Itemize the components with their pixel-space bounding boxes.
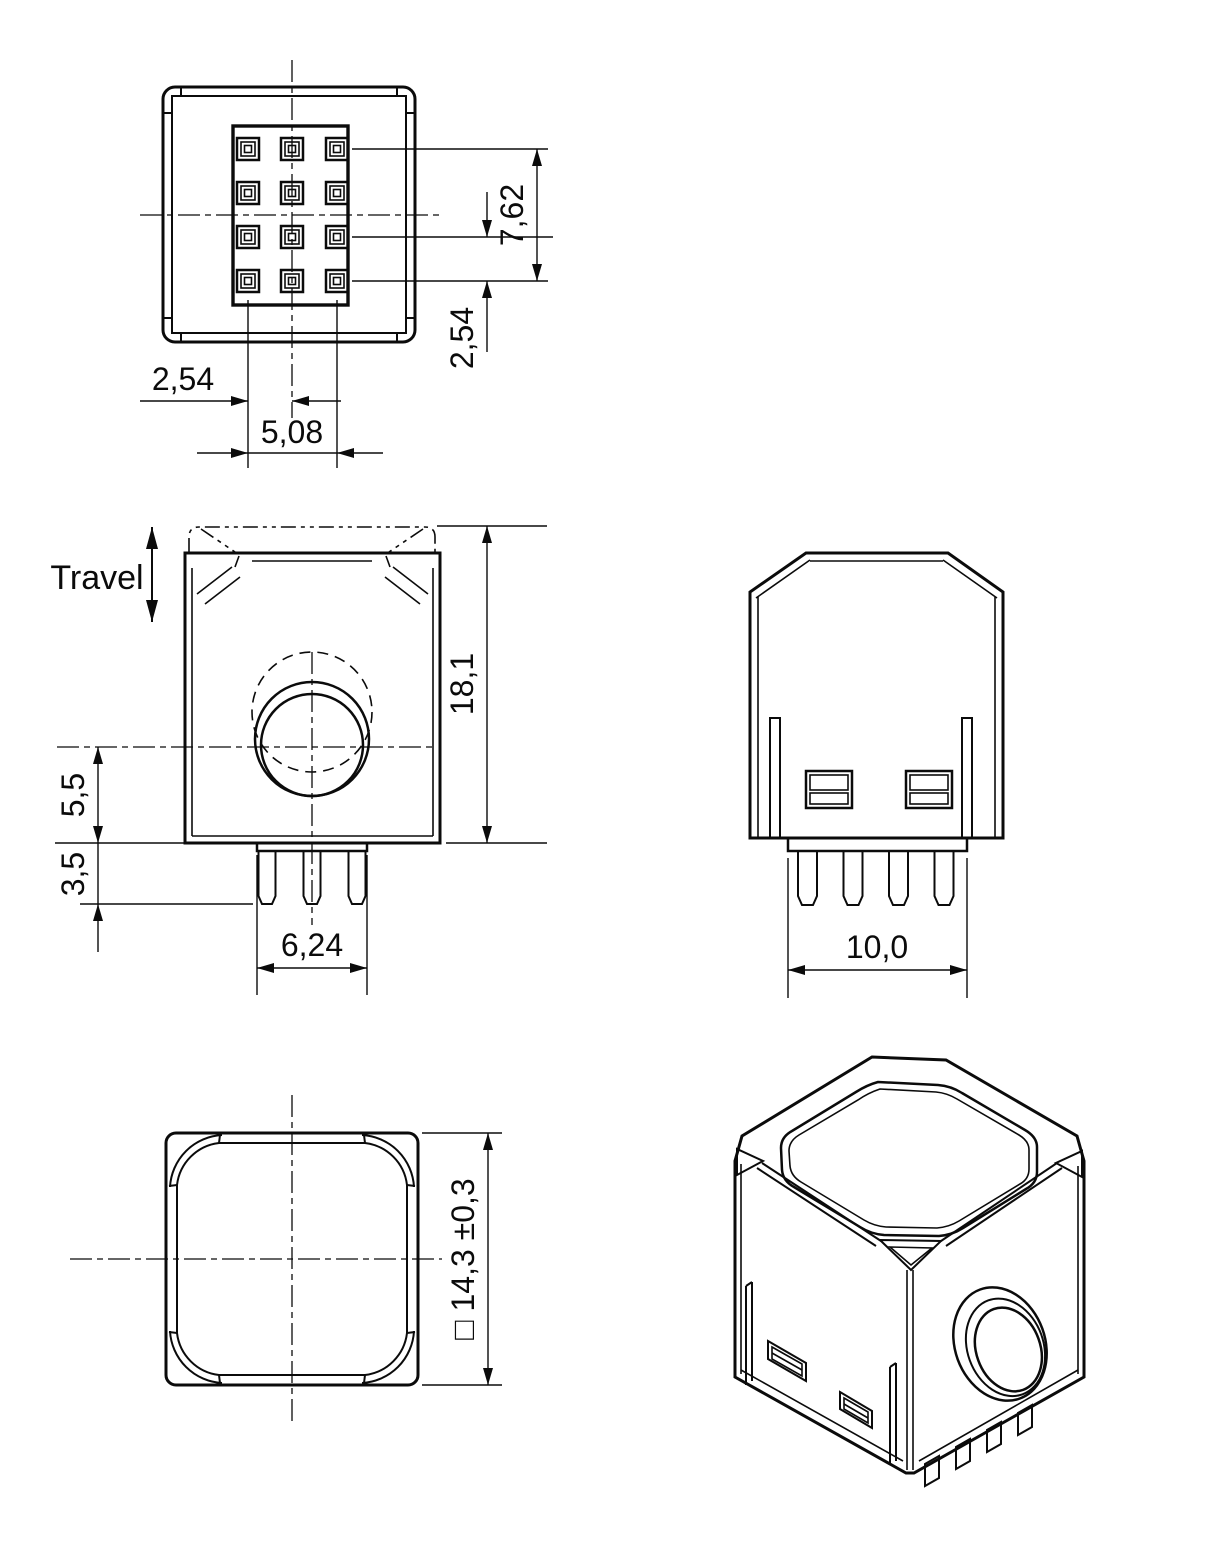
side-view-latch-post-right — [961, 717, 973, 838]
front-view-base-and-pins — [255, 843, 369, 905]
side-view-base-and-pins — [786, 838, 969, 906]
front-view-phantom-cap — [188, 526, 436, 553]
dim-label-hole-center: 5,5 — [55, 773, 91, 817]
dim-side-base-width: 10,0 — [787, 858, 968, 998]
dim-hole-center: 5,5 — [55, 747, 185, 844]
travel-annotation: Travel — [50, 527, 158, 622]
dim-col-span: 5,08 — [197, 414, 383, 458]
dim-front-base-width: 6,24 — [256, 855, 368, 995]
iso-pins — [924, 1403, 1033, 1488]
dim-label-row-pitch: 2,54 — [444, 307, 480, 369]
dim-col-pitch: 2,54 — [140, 300, 341, 468]
dim-label-col-span: 5,08 — [261, 414, 323, 450]
dim-square-size: □ 14,3 ±0,3 — [422, 1132, 502, 1386]
side-view-windows — [804, 769, 954, 810]
side-view-base-plate — [786, 838, 969, 853]
iso-edge-lines — [740, 1162, 1079, 1470]
side-view-housing — [748, 551, 1005, 840]
front-view: Travel 18,1 5,5 3,5 — [50, 525, 547, 995]
bottom-view-centerlines — [140, 60, 442, 418]
iso-plunger-hole — [952, 1286, 1048, 1402]
bottom-view: 7,62 2,54 2,54 5,08 — [140, 60, 553, 468]
dim-label-height: 18,1 — [444, 653, 480, 715]
dim-row-pitch: 2,54 — [352, 192, 553, 369]
iso-cap-inner — [788, 1088, 1030, 1229]
top-view: □ 14,3 ±0,3 — [70, 1095, 502, 1425]
dim-label-square-size: □ 14,3 ±0,3 — [445, 1178, 481, 1339]
side-view-body — [748, 551, 1005, 840]
iso-corner-facets — [736, 1147, 1083, 1272]
front-view-base-plate — [255, 843, 369, 853]
dim-label-front-base-width: 6,24 — [281, 927, 343, 963]
iso-latch-posts — [745, 1281, 897, 1464]
dim-height: 18,1 — [437, 525, 547, 844]
dim-pin-length: 3,5 — [55, 843, 253, 952]
dim-row-span: 7,62 — [352, 148, 548, 282]
side-view-latch-post-left — [769, 717, 781, 838]
travel-label: Travel — [50, 559, 143, 597]
dim-label-row-span: 7,62 — [494, 184, 530, 246]
side-view: 10,0 — [748, 551, 1005, 998]
front-view-plunger-hole — [57, 651, 437, 925]
dim-label-pin-length: 3,5 — [55, 852, 91, 896]
front-view-body — [183, 551, 442, 845]
isometric-view — [733, 1055, 1086, 1488]
dim-label-col-pitch: 2,54 — [152, 361, 214, 397]
iso-windows — [767, 1339, 873, 1430]
top-view-centerlines — [70, 1095, 442, 1425]
dim-label-side-base-width: 10,0 — [846, 929, 908, 965]
iso-cap-outer — [779, 1080, 1039, 1238]
